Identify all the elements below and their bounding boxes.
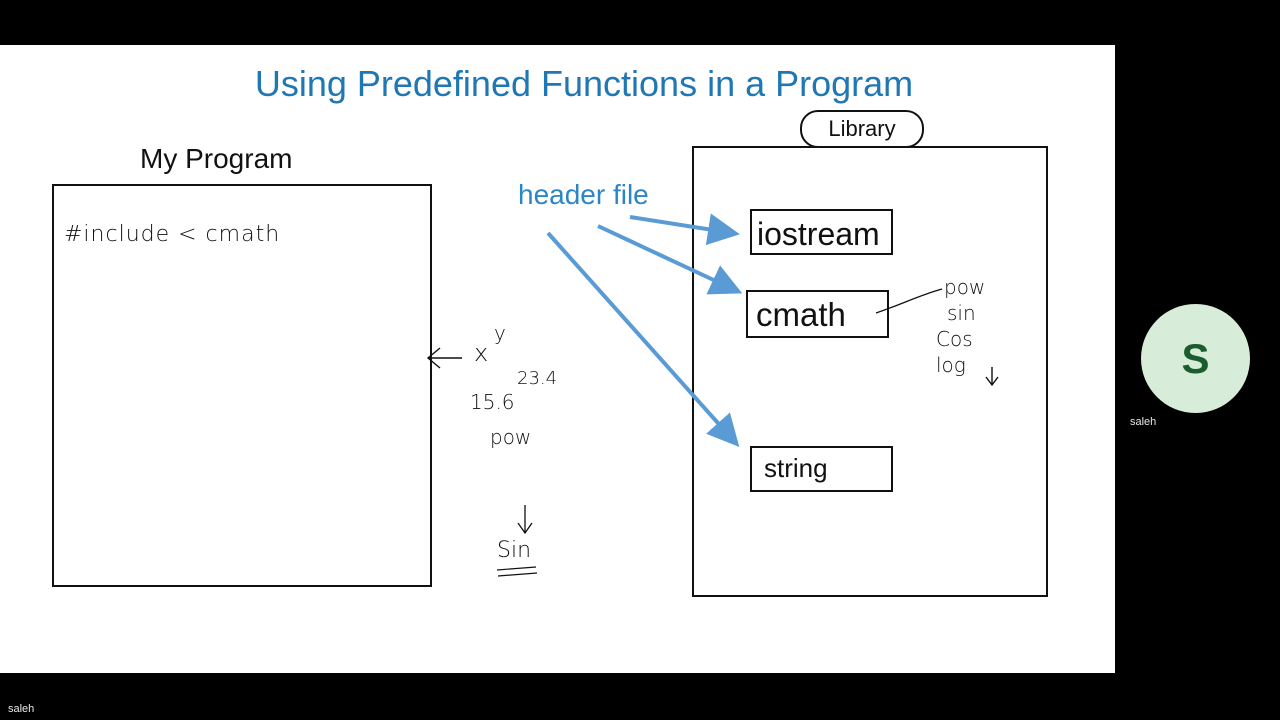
handwritten-include: #include < cmath	[64, 222, 281, 247]
annotation-strokes	[426, 213, 999, 577]
header-iostream-label: iostream	[757, 216, 880, 252]
cmath-connector-stroke	[875, 288, 943, 314]
handwritten-func-sin: sin	[947, 301, 976, 325]
participant-name: saleh	[1130, 416, 1157, 428]
program-box	[52, 184, 432, 587]
down-arrow-log	[985, 367, 999, 387]
header-cmath-label: cmath	[756, 296, 846, 333]
handwritten-sin: Sin	[497, 538, 532, 563]
header-string: string	[750, 446, 893, 492]
handwritten-pow: pow	[490, 425, 532, 449]
library-box	[692, 146, 1048, 597]
participant-initial: S	[1181, 334, 1210, 382]
handwritten-base: 15.6	[470, 390, 515, 414]
footer-user-name: saleh	[8, 703, 35, 715]
arrow-to-iostream	[629, 213, 740, 246]
sin-underline-1	[496, 566, 537, 571]
down-arrow-sin	[517, 505, 533, 535]
header-cmath: cmath	[746, 290, 889, 338]
arrow-to-cmath	[597, 224, 743, 295]
program-title: My Program	[140, 143, 293, 174]
handwritten-y: y	[494, 321, 506, 345]
handwritten-func-pow: pow	[944, 275, 986, 299]
slide-title: Using Predefined Functions in a Program	[254, 63, 914, 104]
handwritten-exponent: 23.4	[517, 368, 558, 389]
handwritten-func-log: log	[936, 353, 966, 377]
handwritten-func-cos: Cos	[936, 327, 973, 351]
header-string-label: string	[764, 453, 828, 483]
library-label: Library	[800, 110, 924, 148]
participant-avatar[interactable]: S	[1141, 304, 1250, 413]
header-iostream: iostream	[750, 209, 893, 255]
header-file-label: header file	[518, 179, 649, 210]
sin-underline-2	[497, 572, 538, 577]
arrow-left-stroke	[426, 347, 462, 369]
handwritten-x: x	[474, 339, 489, 367]
slide-canvas: Using Predefined Functions in a Program …	[0, 45, 1115, 673]
arrow-to-string	[546, 231, 740, 447]
